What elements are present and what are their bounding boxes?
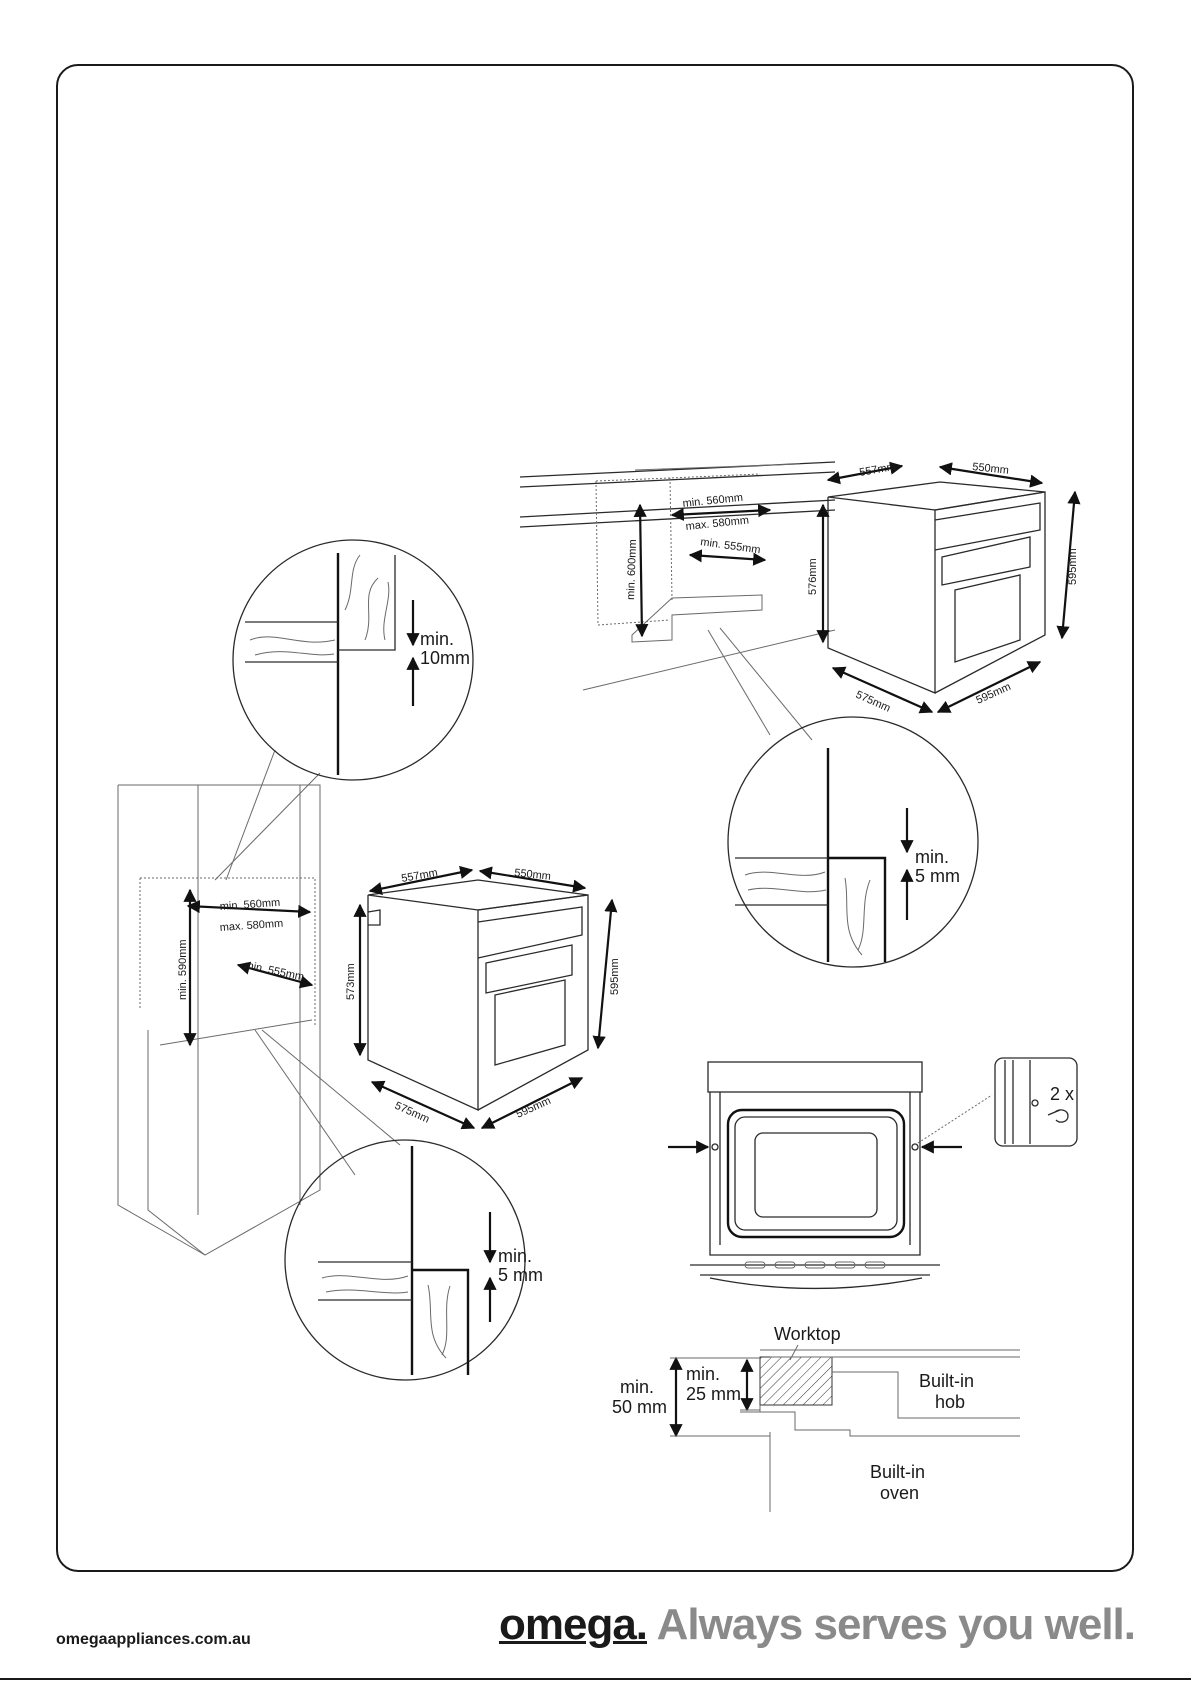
- tall-max-width-label: max. 580mm: [219, 918, 283, 934]
- detail-upper-min-label: min.: [420, 629, 454, 649]
- mid-oven-front-height-label: 595mm: [609, 958, 621, 995]
- top-oven-front-height-label: 595mm: [1067, 548, 1079, 585]
- hob-label-line2: hob: [935, 1392, 965, 1412]
- detail-right-value-label: 5 mm: [915, 866, 960, 886]
- worktop-section-diagram: Worktop min. 50 mm min. 25 mm Built-in h…: [612, 1324, 1020, 1512]
- brand-slogan: omega. Always serves you well.: [498, 1600, 1136, 1650]
- brand-logo-text: omega.: [498, 1600, 648, 1649]
- oven-label-line2: oven: [880, 1483, 919, 1503]
- under-counter-cabinet: min. 560mm max. 580mm min. 555mm min. 60…: [519, 461, 836, 741]
- tall-height-label: min. 590mm: [177, 939, 189, 1000]
- oven-label-line1: Built-in: [870, 1462, 925, 1482]
- mid-oven-base-width-label: 595mm: [514, 1095, 552, 1121]
- brand-tagline: Always serves you well.: [647, 1600, 1136, 1649]
- mid-oven-height-label: 573mm: [345, 963, 357, 1000]
- top-oven-width-label: 550mm: [972, 461, 1010, 477]
- min-25-line1: min.: [686, 1364, 720, 1384]
- screw-count-label: 2 x: [1050, 1084, 1074, 1104]
- detail-right-5mm: min. 5 mm: [727, 716, 979, 968]
- tall-min-width-label: min. 560mm: [219, 897, 280, 913]
- detail-upper-value-label: 10mm: [420, 648, 470, 668]
- page-frame: [56, 64, 1134, 1572]
- mid-oven-depth-label: 557mm: [400, 867, 438, 885]
- top-oven-depth-label: 557mm: [858, 461, 896, 479]
- min-50-line1: min.: [620, 1377, 654, 1397]
- min-50-line2: 50 mm: [612, 1397, 667, 1417]
- worktop-label: Worktop: [774, 1324, 841, 1344]
- top-oven-height-label: 576mm: [807, 558, 819, 595]
- detail-lower-value-label: 5 mm: [498, 1265, 543, 1285]
- detail-right-min-label: min.: [915, 847, 949, 867]
- mid-oven-base-depth-label: 575mm: [393, 1100, 431, 1126]
- oven-middle: 557mm 550mm 573mm 595mm 575mm 595mm: [345, 865, 621, 1130]
- detail-upper-left-10mm: min. 10mm: [232, 539, 474, 781]
- tall-depth-label: min. 555mm: [243, 959, 305, 983]
- oven-top-right: 557mm 550mm 576mm 595mm 575mm 595mm: [807, 461, 1081, 715]
- min-25-line2: 25 mm: [686, 1384, 741, 1404]
- mid-oven-width-label: 550mm: [514, 867, 552, 883]
- footer-website[interactable]: omegaappliances.com.au: [56, 1631, 251, 1648]
- oven-front-screw-view: 2 x: [668, 1057, 1078, 1290]
- detail-lower-left-5mm: min. 5 mm: [284, 1139, 543, 1381]
- under-height-label: min. 600mm: [625, 539, 639, 600]
- under-depth-label: min. 555mm: [700, 536, 762, 556]
- hob-label-line1: Built-in: [919, 1371, 974, 1391]
- detail-lower-min-label: min.: [498, 1246, 532, 1266]
- tall-housing-cabinet: min. 560mm max. 580mm min. 555mm min. 59…: [117, 749, 401, 1256]
- bottom-rule: [0, 1678, 1191, 1680]
